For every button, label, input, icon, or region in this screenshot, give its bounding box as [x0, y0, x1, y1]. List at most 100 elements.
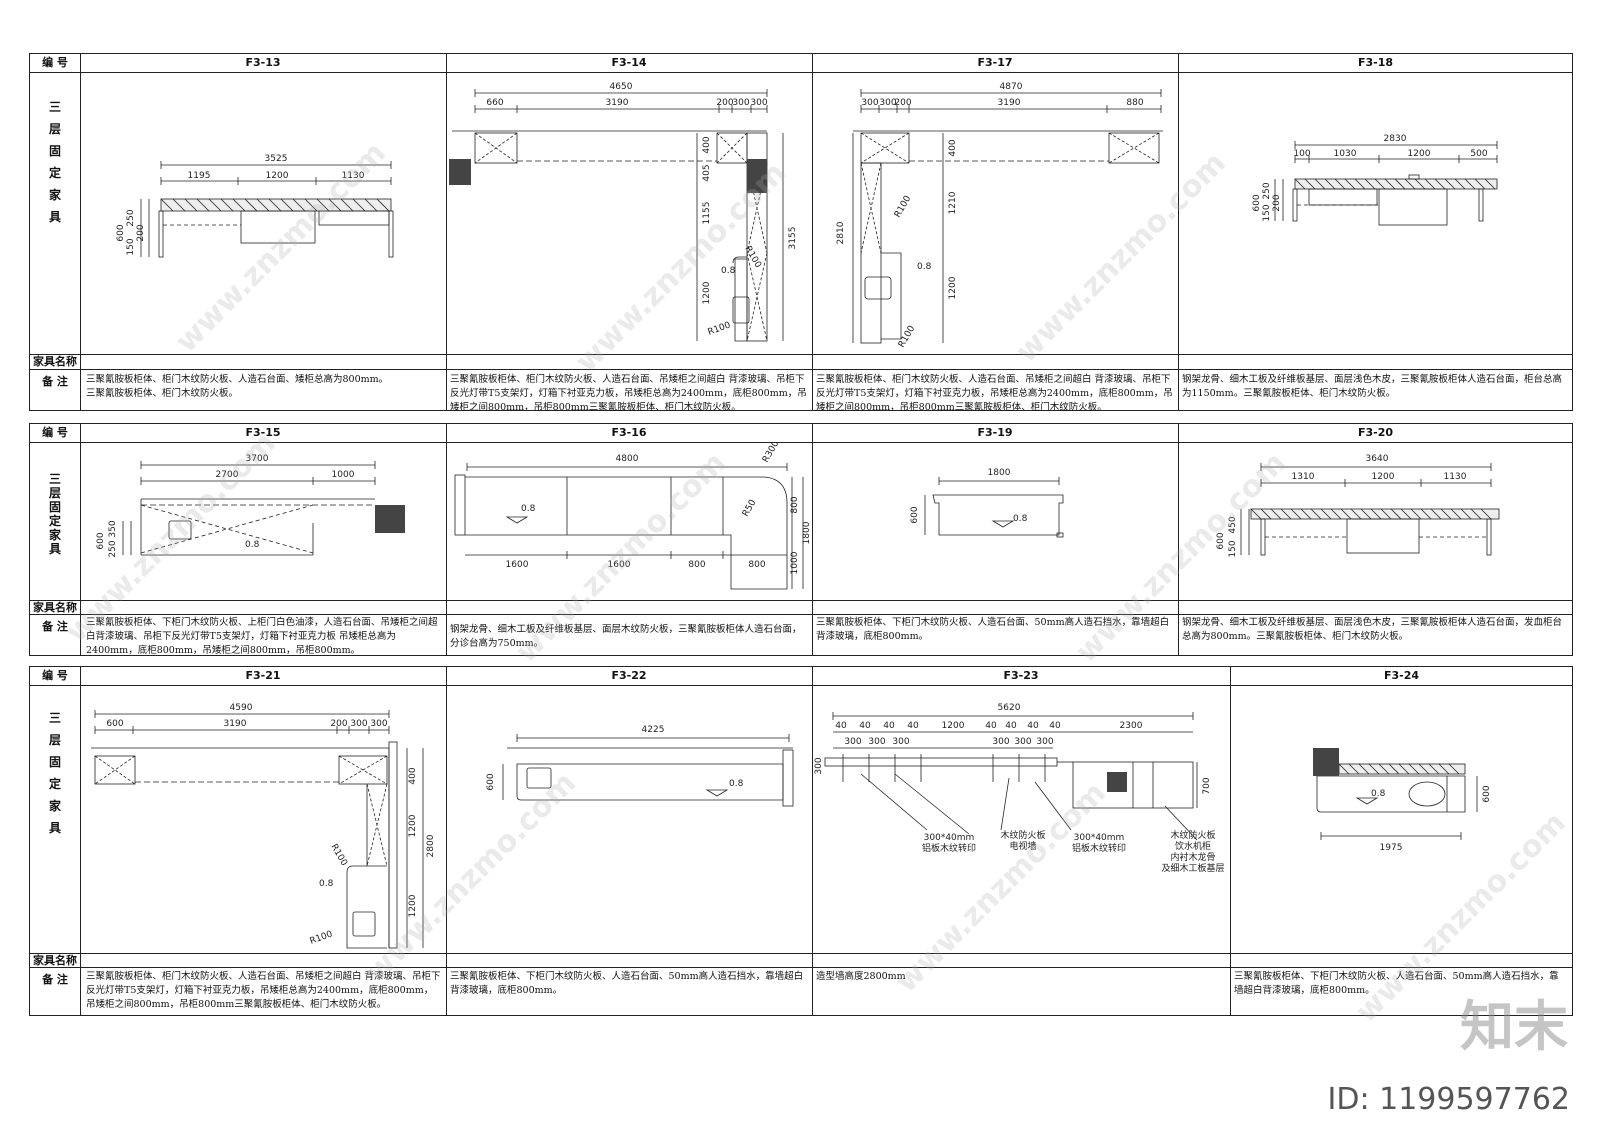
dim-40: 40	[883, 721, 895, 731]
col-divider	[1230, 667, 1231, 1015]
col-divider	[446, 667, 447, 1015]
dim-1200: 1200	[942, 721, 965, 731]
label-fireproof-2: 木纹防火板	[1170, 829, 1215, 841]
code-f3-18: F3-18	[1357, 56, 1394, 69]
dim-c: 200	[894, 98, 911, 108]
dim-40: 40	[859, 721, 871, 731]
dim-total: 4650	[610, 82, 633, 92]
drawing-f3-13: 3525 1195 1200 1130 600 250 150 200	[116, 154, 394, 258]
label-aluminum-2: 300*40mm	[1074, 833, 1125, 843]
slope: 0.8	[245, 540, 260, 550]
note-f3-21: 三聚氰胺板柜体、柜门木纹防火板、人造石台面、吊矮柜之间超白 背漆玻璃、吊柜下反光…	[86, 971, 441, 1010]
dim-a: 1310	[1292, 472, 1315, 482]
dim-a: 1600	[506, 560, 529, 570]
dim-total: 4225	[642, 725, 665, 735]
dim-h3: 150	[1262, 204, 1272, 221]
section-2-header: 编 号 F3-15 F3-16 F3-19 F3-20	[30, 424, 1572, 443]
dim-total: 3700	[246, 454, 269, 464]
header-label: 编 号	[42, 669, 68, 682]
dim-a: 100	[1293, 149, 1310, 159]
note-f3-19: 三聚氰胺板柜体、下柜门木纹防火板、人造石台面、50mm高人造石挡水，靠墙超白背漆…	[816, 617, 1170, 642]
col-divider	[812, 424, 813, 655]
dim-h4: 200	[136, 224, 146, 241]
dim-h3: 250	[108, 540, 118, 557]
code-f3-14: F3-14	[611, 56, 647, 69]
label-base: 及细木工板基层	[1161, 862, 1224, 874]
dim-h300: 300	[814, 757, 824, 774]
row-label-char: 三	[48, 472, 61, 486]
dim-h700: 700	[1202, 777, 1212, 794]
furniture-name-row: 家具名称	[30, 354, 1572, 369]
dim-h2: 450	[1228, 516, 1238, 533]
dim-b: 1600	[608, 560, 631, 570]
dim-a: 1195	[188, 171, 211, 181]
dim-v3: 1155	[702, 202, 712, 225]
row-label-char: 三	[48, 100, 61, 114]
dim-total: 2830	[1384, 134, 1407, 144]
brand-logo: 知末	[1460, 995, 1568, 1058]
dim-h2: 350	[108, 520, 118, 537]
notes-label: 备 注	[42, 973, 68, 986]
dim-v2: 1210	[948, 191, 958, 214]
furniture-name-row: 家具名称	[30, 953, 1572, 968]
drawing-f3-14: 4650 660 3190 200 300 300 400 405 1155 1…	[449, 82, 798, 342]
dim-h1: 600	[116, 224, 126, 241]
row-label-char: 层	[48, 122, 61, 136]
dim-300: 300	[892, 737, 909, 747]
dim-b: 3190	[606, 98, 629, 108]
note-f3-20: 钢架龙骨、细木工板及纤维板基层、面层浅色木皮，三聚氰胺板柜体人造石台面，发血柜台…	[1182, 617, 1563, 642]
slope: 0.8	[1371, 789, 1386, 799]
slope: 0.8	[917, 262, 932, 272]
label-aluminum-1b: 铝板木纹转印	[922, 842, 976, 854]
drawing-f3-20: 3640 1310 1200 1130 600 450 150	[1216, 454, 1500, 558]
note-f3-23: 造型墙高度2800mm	[816, 971, 906, 982]
dim-h1: 600	[1216, 532, 1226, 549]
notes-row: 备 注 三聚氰胺板柜体、柜门木纹防火板、人造石台面、吊矮柜之间超白 背漆玻璃、吊…	[30, 967, 1572, 1016]
dim-40: 40	[1005, 721, 1017, 731]
dim-v2: 405	[702, 164, 712, 181]
row-label-char: 定	[48, 777, 61, 791]
row-label-char: 具	[48, 821, 61, 835]
dim-d: 3190	[998, 98, 1021, 108]
row-label-char: 定	[48, 514, 61, 528]
drawing-f3-19: 1800 600 0.8	[910, 468, 1064, 538]
slope: 0.8	[521, 504, 536, 514]
dim-h3: 150	[126, 238, 136, 255]
code-f3-21: F3-21	[245, 669, 281, 682]
dim-v3: 1200	[408, 894, 418, 917]
slope: 0.8	[721, 266, 736, 276]
furniture-name-label: 家具名称	[33, 954, 77, 967]
col-divider	[80, 424, 81, 655]
dim-v4: 2810	[836, 221, 846, 244]
dim-b: 1200	[266, 171, 289, 181]
dim-a: 300	[861, 98, 878, 108]
dim-total: 3640	[1366, 454, 1389, 464]
dim-v2: 1200	[408, 814, 418, 837]
dim-v5: 3155	[788, 227, 798, 250]
dim-total: 4590	[230, 703, 253, 713]
col-divider	[812, 54, 813, 410]
note-f3-16: 钢架龙骨、细木工板及纤维板基层、面层木纹防火板，三聚氰胺板柜体人造石台面，分诊台…	[450, 624, 802, 649]
note-f3-17: 三聚氰胺板柜体、柜门木纹防火板、人造石台面、吊矮柜之间超白 背漆玻璃、吊柜下反光…	[816, 374, 1173, 413]
row-label-char: 层	[48, 733, 61, 747]
dim-c: 1130	[342, 171, 365, 181]
dim-e: 880	[1126, 98, 1143, 108]
notes-label: 备 注	[42, 375, 68, 388]
dim-e: 300	[370, 719, 387, 729]
dim-h: 600	[1482, 785, 1492, 802]
row-label-char: 固	[48, 500, 61, 514]
header-label: 编 号	[42, 56, 68, 69]
row-label-char: 层	[48, 486, 61, 500]
dim-d: 300	[350, 719, 367, 729]
slope: 0.8	[1013, 514, 1028, 524]
code-f3-15: F3-15	[245, 426, 281, 439]
dim-40: 40	[985, 721, 997, 731]
label-tv-wall: 电视墙	[1009, 840, 1036, 852]
dim-300: 300	[844, 737, 861, 747]
row-label-char: 固	[48, 755, 61, 769]
code-f3-13: F3-13	[245, 56, 281, 69]
section-2: 编 号 F3-15 F3-16 F3-19 F3-20 三 层 固 定 家 具	[29, 423, 1573, 656]
label-aluminum-1: 300*40mm	[924, 833, 975, 843]
dim-v1: 400	[702, 136, 712, 153]
